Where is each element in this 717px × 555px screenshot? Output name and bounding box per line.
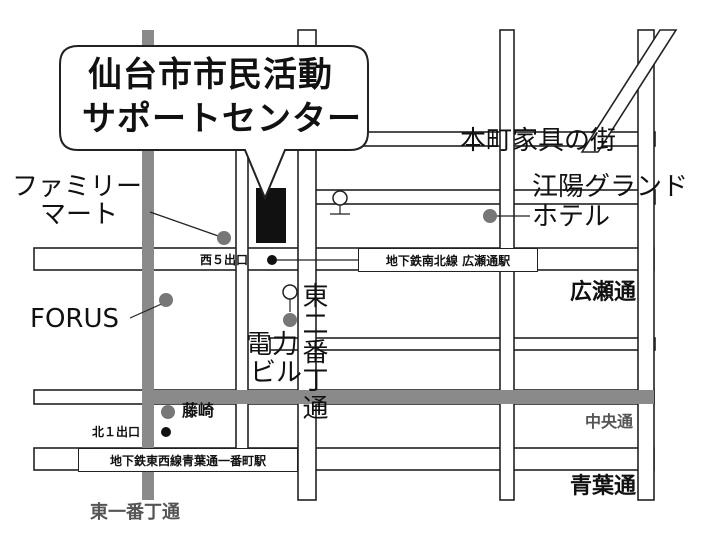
marker-koyo [483,209,497,223]
label-aoba-dori: 青葉通 [570,474,637,499]
station-tozai-label: 地下鉄東西線青葉通一番町駅 [109,453,266,468]
road-lower-h [269,337,656,351]
pin-motomachi [332,190,348,206]
road-hirose [33,247,655,271]
label-koyo-1: 江陽グランド [532,172,689,202]
label-hirose-dori: 広瀬通 [570,280,637,305]
title-bubble [59,45,369,201]
title-block: 仙台市市民活動 サポートセンター [62,46,367,150]
label-denryoku-1: 電力 [246,330,299,360]
label-higashi-ichiban-dori: 東一番丁通 [90,502,180,523]
marker-fujisaki [161,405,175,419]
marker-north1 [161,427,171,437]
marker-family-mart [217,231,231,245]
title-line1: 仙台市市民活動 [88,55,333,95]
station-namboku: 地下鉄南北線 広瀬通駅 [358,248,538,272]
label-family-mart-1: ファミリー [12,172,143,202]
center-building [256,188,286,243]
station-tozai: 地下鉄東西線青葉通一番町駅 [78,448,298,472]
label-higashi-niban-dori: 東二番丁通 [298,282,328,422]
label-west5-exit: 西５出口 [200,253,249,267]
road-v-mid [235,129,249,461]
road-diagonal [580,29,678,153]
pin-denryoku [282,284,298,300]
label-denryoku-2: ビル [250,358,303,388]
road-v-east2 [637,29,655,501]
station-namboku-label: 地下鉄南北線 広瀬通駅 [385,253,511,268]
marker-west5 [267,255,277,265]
road-chuo-gray [142,390,654,404]
label-chuo-dori: 中央通 [585,412,634,431]
label-motomachi: 本町家具の街 [460,126,617,156]
label-koyo-2: ホテル [532,202,611,232]
marker-denryoku [283,313,297,327]
label-family-mart-2: マート [40,200,119,230]
label-forus: FORUS [30,304,120,334]
label-fujisaki: 藤崎 [182,401,215,420]
marker-forus [159,293,173,307]
label-north1-exit: 北１出口 [92,425,141,439]
title-line2: サポートセンター [82,99,362,139]
